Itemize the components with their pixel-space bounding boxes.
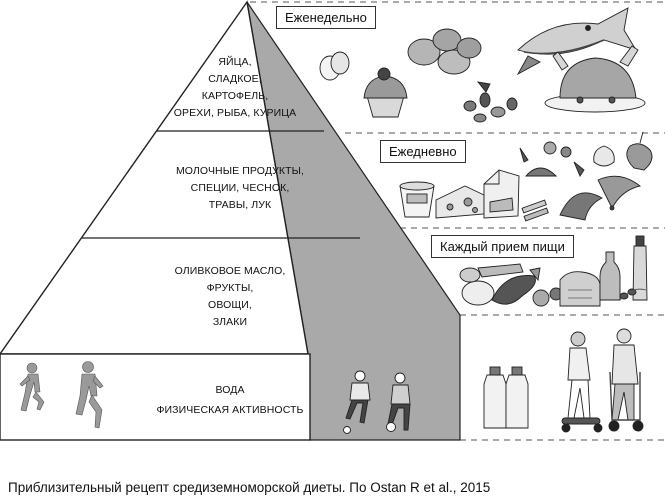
tier-dairy-line-2: СПЕЦИИ, ЧЕСНОК,: [190, 182, 290, 194]
person-walking-illustration: [608, 328, 644, 432]
tier-top-line-1: ЯЙЦА,: [218, 56, 252, 68]
tier-top-line-3: КАРТОФЕЛЬ,: [201, 90, 269, 102]
milk-carton-illustration: [483, 169, 520, 219]
fish-illustration: [516, 7, 637, 76]
base-right-illustrations: [483, 328, 644, 433]
vegetables-illustration: [459, 263, 524, 306]
tier-base-line-2: ФИЗИЧЕСКАЯ АКТИВНОСТЬ: [156, 404, 304, 416]
yogurt-cup-illustration: [399, 181, 435, 218]
bread-illustration: [559, 271, 601, 307]
nuts-illustration: [463, 81, 518, 123]
olives-illustration: [619, 288, 647, 301]
cheese-sticks-illustration: [521, 199, 549, 222]
water-bottles-illustration: [483, 366, 529, 429]
pyramid-graphic: [0, 0, 665, 441]
figure-caption: Приблизительный рецепт средиземноморской…: [8, 480, 491, 495]
meal-illustrations: [459, 235, 648, 307]
football-players-illustration: [343, 370, 411, 434]
tier-dairy-line-1: МОЛОЧНЫЕ ПРОДУКТЫ,: [175, 165, 305, 177]
tier-dairy-label: МОЛОЧНЫЕ ПРОДУКТЫ, СПЕЦИИ, ЧЕСНОК, ТРАВЫ…: [150, 163, 330, 214]
tier-plants-label: ОЛИВКОВОЕ МАСЛО, ФРУКТЫ, ОВОЩИ, ЗЛАКИ: [140, 263, 320, 331]
herbs-illustration: [519, 141, 642, 221]
eggs-illustration: [319, 51, 350, 81]
tier-plants-line-3: ОВОЩИ,: [208, 299, 252, 311]
olive-oil-bottle-illustration: [599, 235, 648, 301]
onion-illustration: [626, 131, 653, 171]
roast-chicken-illustration: [544, 45, 646, 113]
cupcake-illustration: [363, 67, 408, 118]
tier-dairy-line-3: ТРАВЫ, ЛУК: [208, 199, 272, 211]
frequency-meal-box: Каждый прием пищи: [431, 235, 574, 258]
tier-base-label: ВОДА ФИЗИЧЕСКАЯ АКТИВНОСТЬ: [130, 380, 330, 420]
garlic-illustration: [593, 145, 615, 167]
scooter-rider-illustration: [561, 331, 603, 433]
tier-top-label: ЯЙЦА, СЛАДКОЕ, КАРТОФЕЛЬ, ОРЕХИ, РЫБА, К…: [156, 54, 314, 122]
daily-illustrations: [399, 131, 653, 222]
frequency-daily-box: Ежедневно: [380, 140, 466, 163]
tier-top-line-2: СЛАДКОЕ,: [208, 73, 262, 85]
weekly-illustrations: [319, 7, 646, 123]
pyramid-base: [0, 353, 311, 441]
frequency-weekly-box: Еженедельно: [276, 6, 376, 29]
tier-plants-line-4: ЗЛАКИ: [212, 316, 248, 328]
tier-plants-line-2: ФРУКТЫ,: [206, 282, 254, 294]
tier-plants-line-1: ОЛИВКОВОЕ МАСЛО,: [174, 265, 286, 277]
level-dividers: [250, 1, 665, 441]
tier-top-line-4: ОРЕХИ, РЫБА, КУРИЦА: [173, 107, 297, 119]
eggplant-illustration: [491, 267, 541, 305]
runner-illustration: [19, 362, 45, 412]
potatoes-illustration: [407, 28, 482, 75]
tier-base-line-1: ВОДА: [215, 384, 245, 396]
fruit-illustration: [532, 287, 563, 307]
cheese-illustration: [435, 185, 485, 219]
jogger-illustration: [75, 361, 104, 429]
